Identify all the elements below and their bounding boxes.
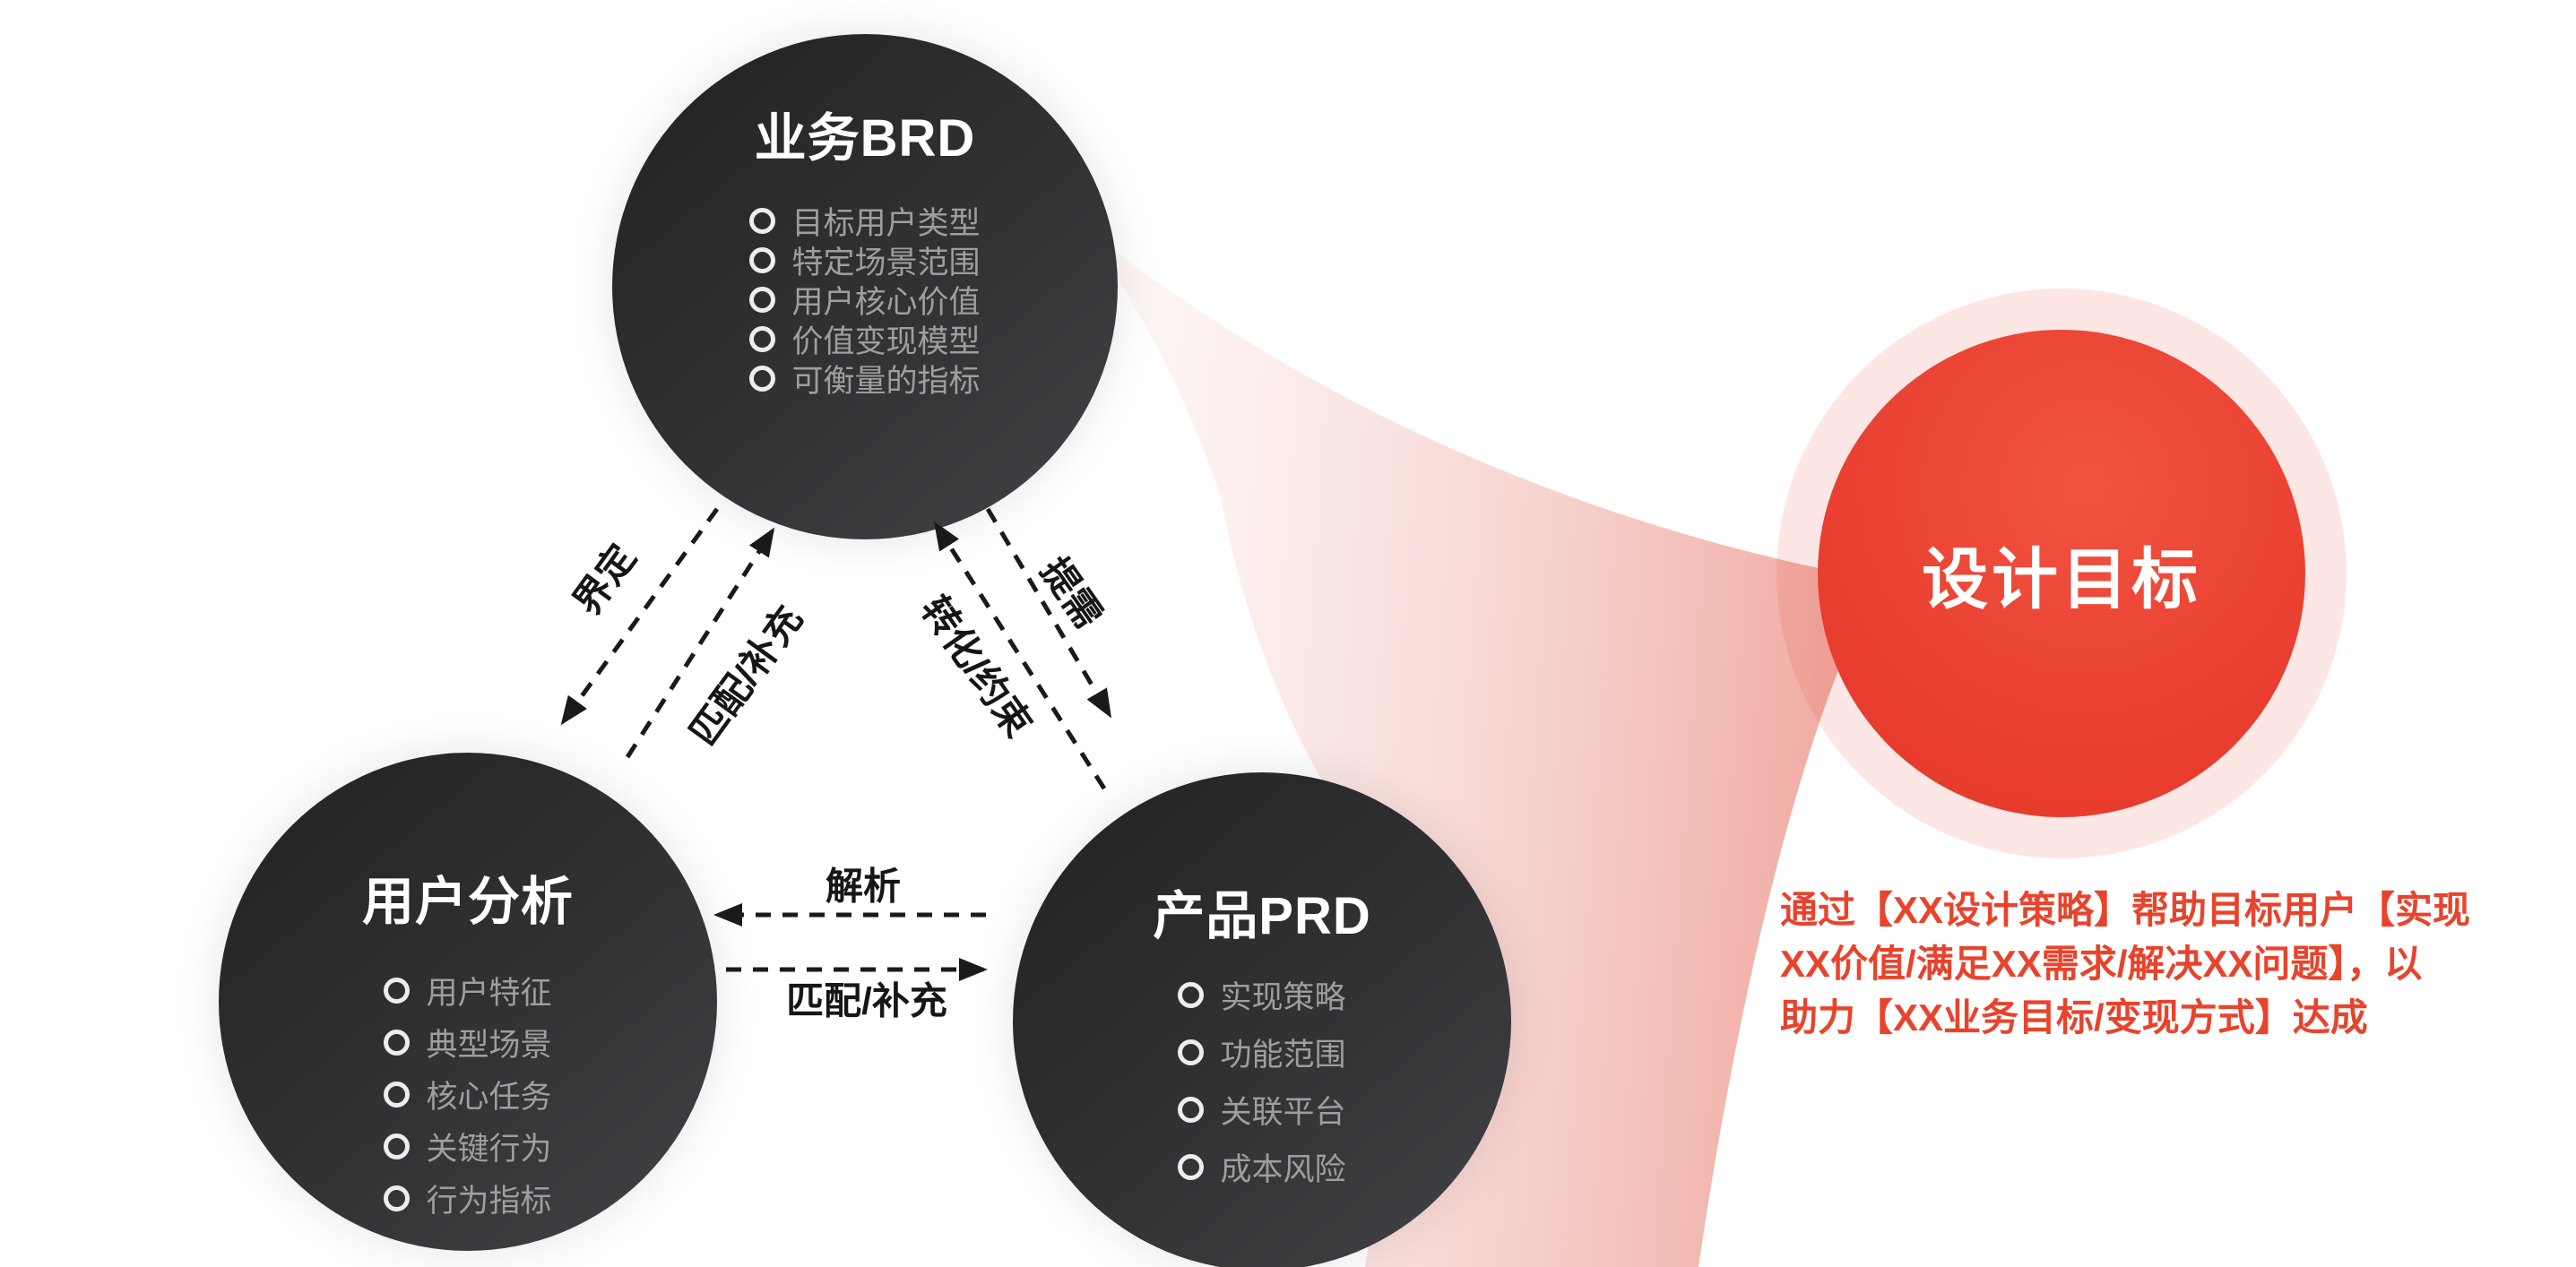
list-item: 典型场景 <box>384 1016 552 1068</box>
list-item: 行为指标 <box>384 1172 552 1224</box>
arrow-label-jiexi: 解析 <box>825 865 902 908</box>
list-item: 关键行为 <box>384 1120 552 1172</box>
bullet-text: 用户特征 <box>426 975 552 1011</box>
user-bullet-list: 用户特征 典型场景 核心任务 关键行为 行为指标 <box>384 964 552 1224</box>
list-item: 功能范围 <box>1178 1023 1346 1081</box>
circle-user-analysis: 用户分析 用户特征 典型场景 核心任务 关键行为 行为指标 <box>219 753 717 1251</box>
bullet-text: 核心任务 <box>426 1079 552 1115</box>
circle-business-brd: 业务BRD 目标用户类型 特定场景范围 用户核心价值 价值变现模型 可衡量的指标 <box>612 34 1118 539</box>
bullet-ring-icon <box>384 1029 411 1056</box>
bullet-ring-icon <box>1178 1096 1205 1123</box>
bullet-ring-icon <box>749 286 776 313</box>
list-item: 关联平台 <box>1178 1081 1346 1138</box>
circle-product-prd: 产品PRD 实现策略 功能范围 关联平台 成本风险 <box>1013 772 1511 1267</box>
goal-statement: 通过【XX设计策略】帮助目标用户【实现 XX价值/满足XX需求/解决XX问题】，… <box>1780 883 2506 1045</box>
bullet-ring-icon <box>1178 981 1205 1008</box>
goal-statement-line: 通过【XX设计策略】帮助目标用户【实现 <box>1780 889 2471 931</box>
list-item: 核心任务 <box>384 1068 552 1120</box>
list-item: 价值变现模型 <box>749 319 981 359</box>
bullet-text: 用户核心价值 <box>791 284 981 320</box>
bullet-ring-icon <box>384 977 411 1004</box>
bullet-text: 目标用户类型 <box>791 205 981 241</box>
list-item: 目标用户类型 <box>749 201 981 241</box>
bullet-ring-icon <box>749 246 776 273</box>
bullet-ring-icon <box>749 325 776 352</box>
bullet-text: 可衡量的指标 <box>791 363 981 399</box>
circle-design-goal: 设计目标 <box>1818 330 2305 817</box>
list-item: 实现策略 <box>1178 966 1346 1023</box>
circle-goal-title: 设计目标 <box>1922 541 2201 616</box>
bullet-text: 行为指标 <box>426 1183 552 1219</box>
bullet-ring-icon <box>384 1133 411 1159</box>
goal-statement-line: 助力【XX业务目标/变现方式】达成 <box>1780 996 2368 1039</box>
bullet-text: 功能范围 <box>1220 1037 1346 1073</box>
circle-prd-title: 产品PRD <box>1153 887 1371 945</box>
bullet-ring-icon <box>749 365 776 392</box>
bullet-ring-icon <box>1178 1039 1205 1065</box>
bullet-text: 实现策略 <box>1220 979 1346 1015</box>
bullet-text: 关键行为 <box>426 1131 552 1167</box>
brd-bullet-list: 目标用户类型 特定场景范围 用户核心价值 价值变现模型 可衡量的指标 <box>749 201 981 399</box>
list-item: 可衡量的指标 <box>749 358 981 399</box>
bullet-ring-icon <box>384 1185 411 1211</box>
bullet-text: 典型场景 <box>426 1027 552 1063</box>
circle-user-title: 用户分析 <box>361 873 574 931</box>
circle-brd-title: 业务BRD <box>754 109 976 168</box>
arrow-label-pipei-bottom: 匹配/补充 <box>786 979 947 1022</box>
prd-bullet-list: 实现策略 功能范围 关联平台 成本风险 <box>1178 966 1346 1195</box>
bullet-ring-icon <box>384 1081 411 1108</box>
list-item: 用户特征 <box>384 964 552 1016</box>
funnel-beam <box>1080 224 1842 1267</box>
list-item: 成本风险 <box>1178 1138 1346 1195</box>
bullet-text: 特定场景范围 <box>791 245 981 280</box>
list-item: 特定场景范围 <box>749 240 981 280</box>
bullet-text: 关联平台 <box>1220 1094 1346 1130</box>
bullet-text: 成本风险 <box>1220 1151 1346 1187</box>
bullet-text: 价值变现模型 <box>791 323 981 359</box>
bullet-ring-icon <box>1178 1153 1205 1180</box>
bullet-ring-icon <box>749 207 776 234</box>
goal-statement-line: XX价值/满足XX需求/解决XX问题】，以 <box>1780 943 2423 985</box>
list-item: 用户核心价值 <box>749 280 981 320</box>
